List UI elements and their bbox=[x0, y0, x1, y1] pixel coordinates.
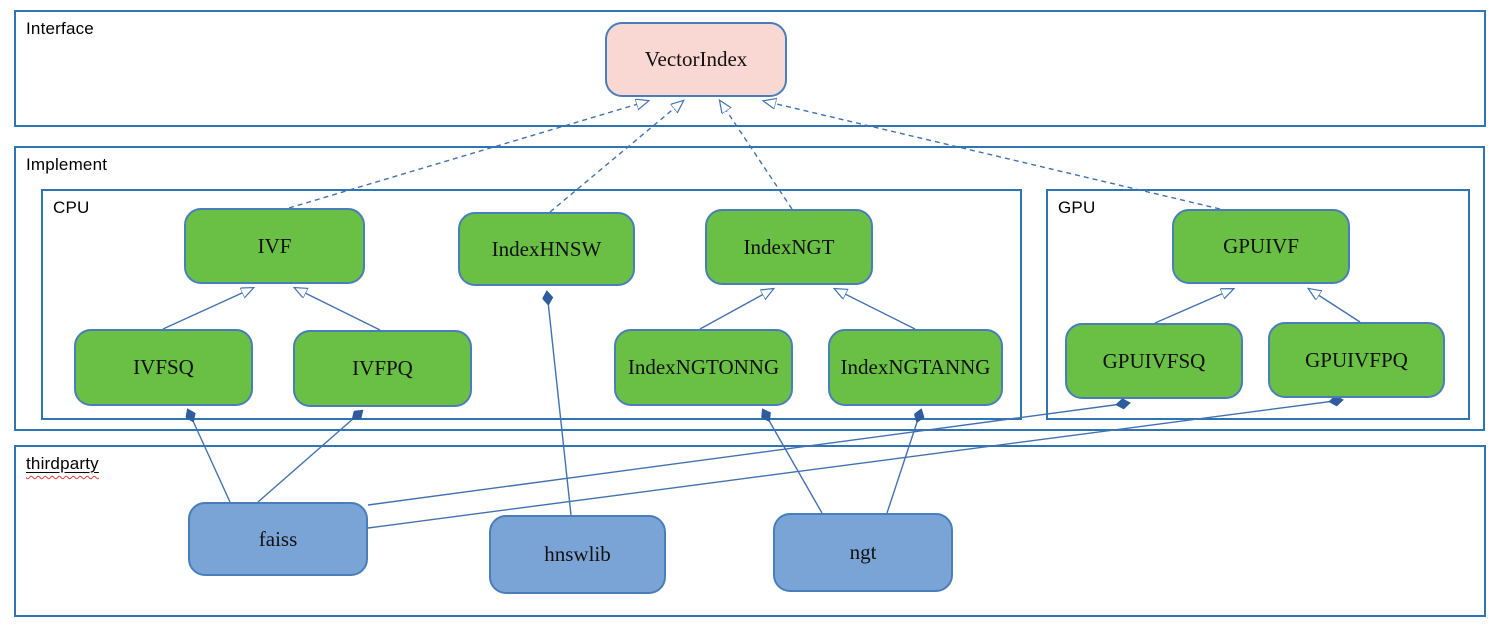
node-gpuivfpq-label: GPUIVFPQ bbox=[1305, 347, 1408, 372]
node-gpuivfsq[interactable]: GPUIVFSQ bbox=[1065, 323, 1243, 399]
node-indexhnsw-label: IndexHNSW bbox=[491, 236, 602, 261]
node-ivfsq-label: IVFSQ bbox=[133, 355, 194, 379]
node-ivfpq[interactable]: IVFPQ bbox=[293, 330, 472, 407]
node-faiss[interactable]: faiss bbox=[188, 502, 368, 576]
thirdparty-label-text: thirdparty bbox=[26, 454, 99, 473]
node-vectorindex-label: VectorIndex bbox=[644, 47, 748, 71]
node-indexngt-label: IndexNGT bbox=[743, 234, 835, 259]
node-ivfpq-label: IVFPQ bbox=[352, 356, 413, 380]
container-cpu-label: CPU bbox=[53, 198, 90, 217]
node-hnswlib-label: hnswlib bbox=[544, 542, 611, 566]
container-interface-label: Interface bbox=[26, 19, 94, 38]
node-hnswlib[interactable]: hnswlib bbox=[489, 515, 666, 594]
node-ivf[interactable]: IVF bbox=[184, 208, 365, 284]
node-indexngt[interactable]: IndexNGT bbox=[705, 209, 873, 285]
node-faiss-label: faiss bbox=[258, 526, 298, 551]
node-ngt[interactable]: ngt bbox=[773, 513, 953, 592]
container-thirdparty-label: thirdparty bbox=[26, 454, 99, 474]
node-ivfsq[interactable]: IVFSQ bbox=[74, 329, 253, 406]
node-gpuivfpq[interactable]: GPUIVFPQ bbox=[1268, 322, 1445, 398]
node-indexhnsw[interactable]: IndexHNSW bbox=[458, 212, 635, 286]
container-implement-label: Implement bbox=[26, 155, 108, 174]
node-indexngtonng-label: IndexNGTONNG bbox=[627, 355, 780, 379]
node-ivf-label: IVF bbox=[257, 233, 292, 258]
node-vectorindex[interactable]: VectorIndex bbox=[605, 22, 787, 97]
node-gpuivf[interactable]: GPUIVF bbox=[1172, 209, 1350, 284]
container-gpu-label: GPU bbox=[1058, 198, 1096, 217]
node-gpuivfsq-label: GPUIVFSQ bbox=[1102, 348, 1206, 373]
node-gpuivf-label: GPUIVF bbox=[1223, 234, 1299, 258]
node-ngt-label: ngt bbox=[849, 540, 877, 564]
node-indexngtanng[interactable]: IndexNGTANNG bbox=[828, 329, 1003, 406]
node-indexngtonng[interactable]: IndexNGTONNG bbox=[614, 329, 793, 406]
node-indexngtanng-label: IndexNGTANNG bbox=[840, 355, 991, 379]
